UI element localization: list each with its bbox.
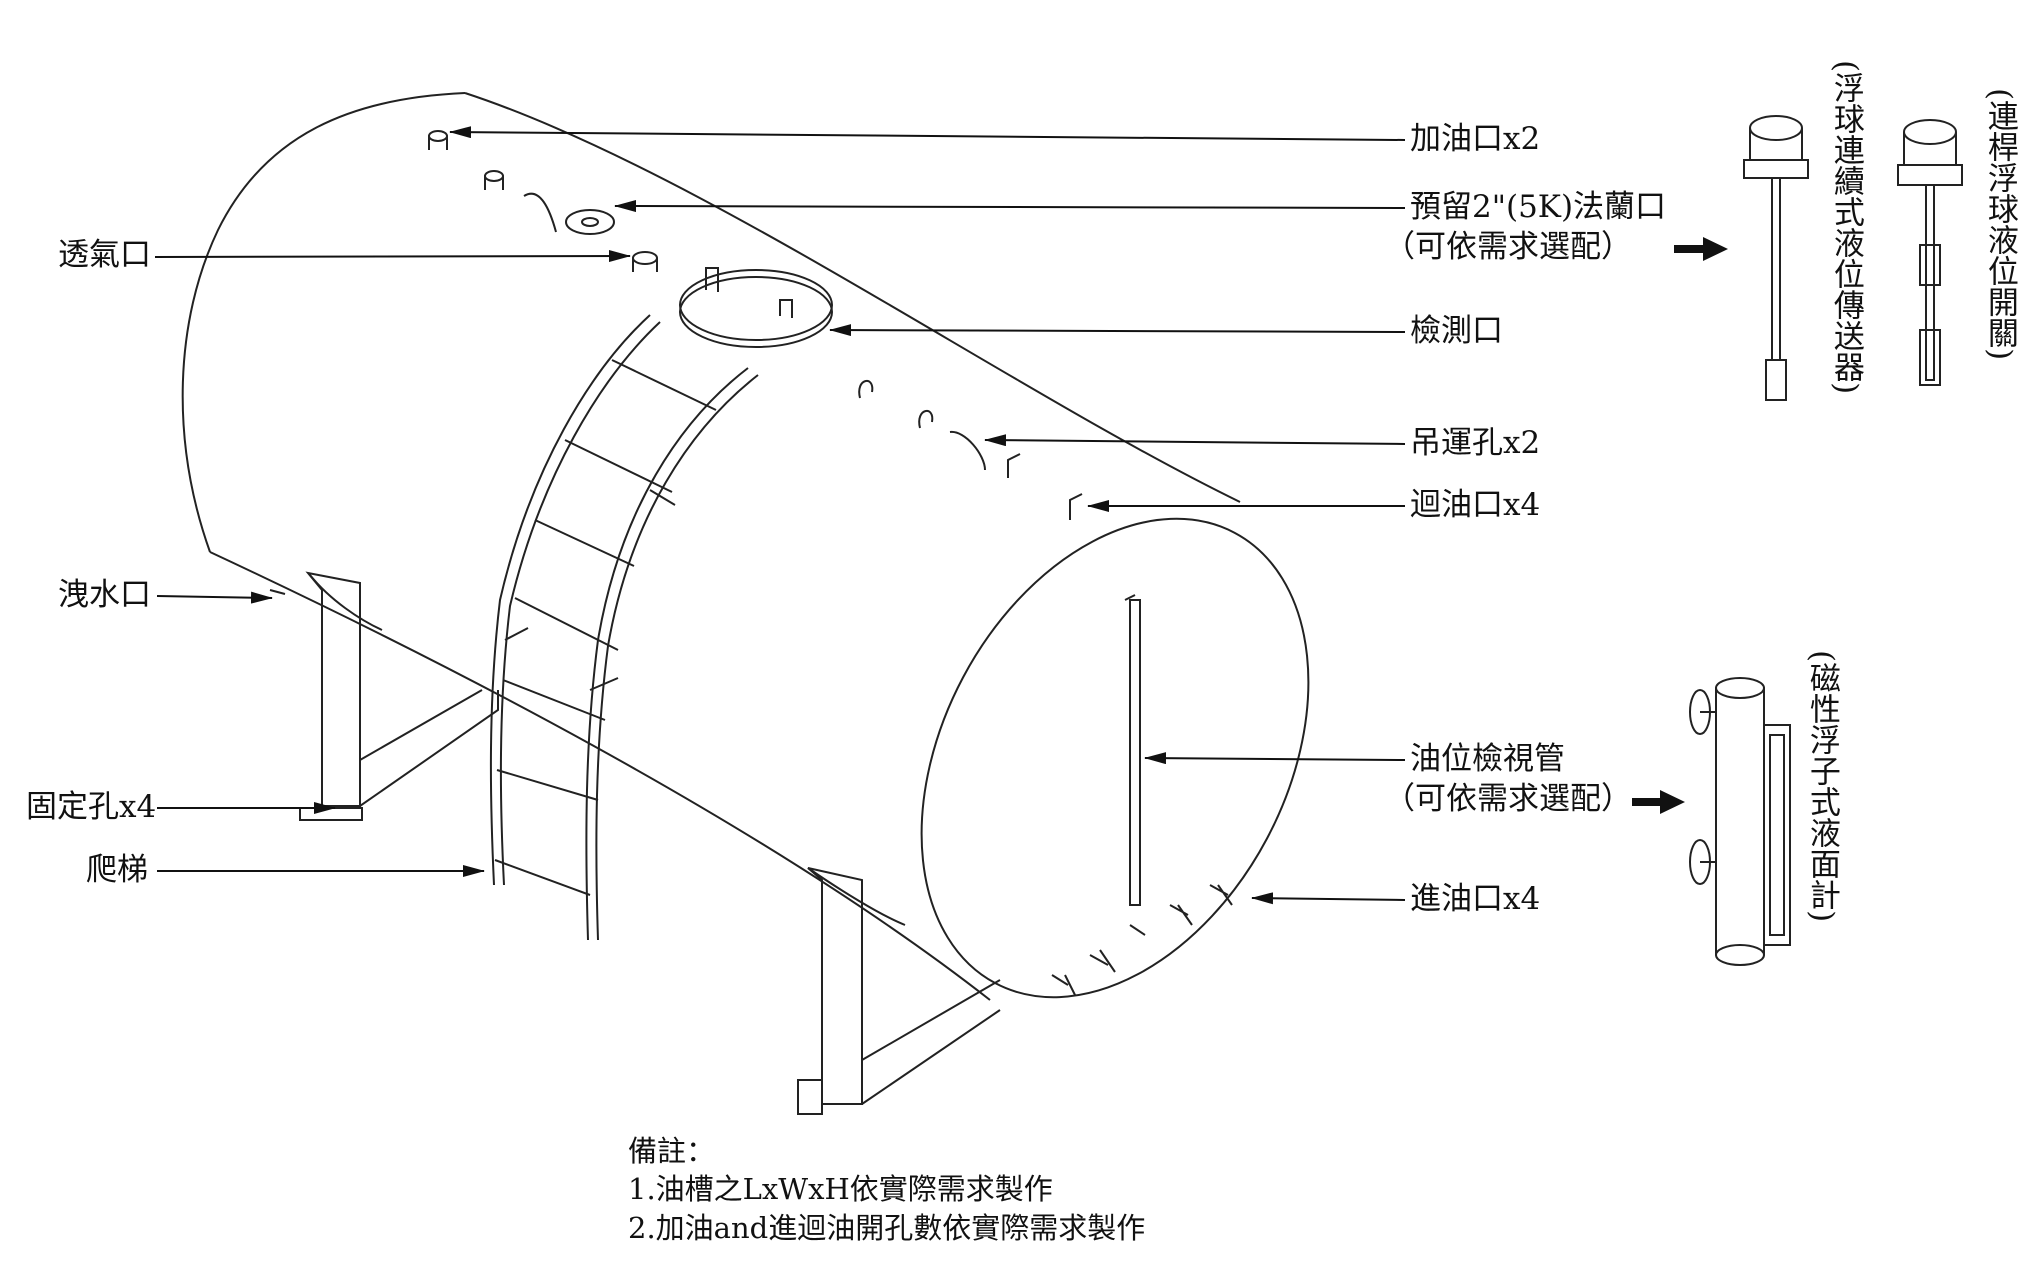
arrow-to-float-gauge [1632, 790, 1685, 814]
leader-fill-port [449, 126, 1406, 141]
tank-top-line [464, 92, 1241, 503]
sight-tube-drawing [1124, 594, 1141, 906]
label-ladder: 爬梯 [86, 852, 148, 888]
notes-block: 備註： 1.油槽之LxWxH依實際需求製作 2.加油and進迴油開孔數依實際需求… [628, 1132, 1145, 1247]
label-inlet-port: 進油口x4 [1410, 881, 1541, 917]
notes-heading: 備註： [628, 1134, 716, 1168]
label-fixing-hole: 固定孔x4 [26, 789, 157, 825]
magnetic-float-gauge-icon [1689, 677, 1791, 966]
lifting-holes [858, 380, 986, 471]
leader-vent [154, 250, 631, 263]
arrow-to-level-transmitters [1674, 237, 1728, 261]
tank-bottom-line [209, 551, 991, 1001]
flange-port [523, 192, 615, 235]
notes-line-2: 2.加油and進迴油開孔數依實際需求製作 [628, 1210, 1146, 1245]
vent-port [632, 251, 658, 272]
leader-inspection-port [829, 324, 1406, 337]
inlet-valves [269, 589, 1233, 996]
fill-ports [428, 130, 504, 190]
label-sight-tube: 油位檢視管 [1410, 741, 1565, 777]
label-rod-float-switch: (連桿浮球液位開關) [1981, 88, 2018, 361]
leader-flange-port [614, 200, 1406, 213]
label-return-port: 迴油口x4 [1410, 487, 1541, 523]
continuous-float-transmitter-icon [1743, 115, 1809, 401]
right-saddle [797, 867, 1001, 1115]
label-magnetic-float-gauge: (磁性浮子式液面計) [1803, 650, 1840, 923]
notes-line-1: 1.油槽之LxWxH依實際需求製作 [628, 1172, 1053, 1207]
option-arrows [1632, 237, 1728, 814]
rod-float-switch-icon [1897, 119, 1963, 386]
leader-drain-port [156, 591, 273, 604]
label-reserved-flange-note: （可依需求選配） [1384, 229, 1632, 265]
label-drain-port: 洩水口 [58, 577, 151, 613]
label-lifting-hole: 吊運孔x2 [1410, 425, 1541, 461]
leader-sight-tube [1144, 752, 1406, 765]
return-ports [1007, 453, 1083, 520]
label-continuous-float-transmitter: (浮球連續式液位傳送器) [1827, 60, 1864, 395]
leader-lifting-hole [984, 434, 1406, 447]
ladder [489, 314, 759, 941]
label-inspection-port: 檢測口 [1410, 313, 1503, 349]
label-sight-tube-note: （可依需求選配） [1384, 781, 1632, 817]
tank-front-end [920, 517, 1310, 999]
left-saddle [299, 571, 499, 821]
label-vent: 透氣口 [58, 237, 151, 273]
inspection-port [679, 267, 833, 348]
label-fill-port: 加油口x2 [1410, 121, 1541, 157]
leader-inlet-port [1251, 892, 1406, 905]
label-reserved-flange: 預留2"(5K)法蘭口 [1410, 189, 1667, 225]
tank-back-end [181, 92, 466, 553]
